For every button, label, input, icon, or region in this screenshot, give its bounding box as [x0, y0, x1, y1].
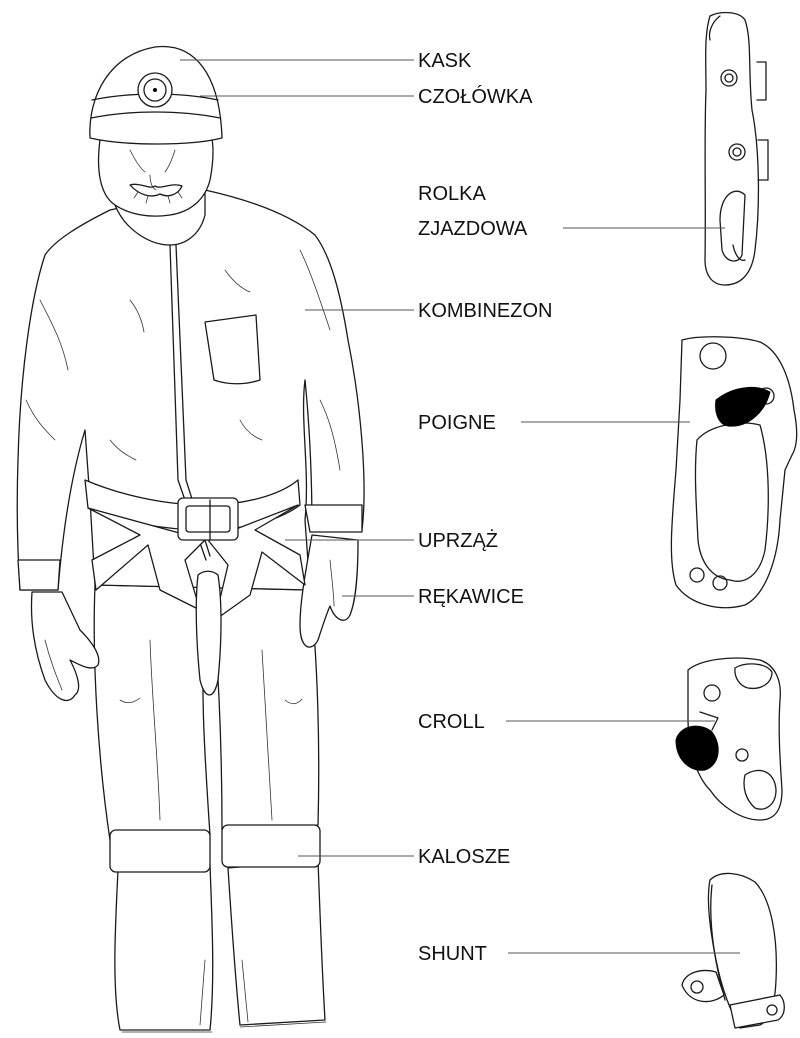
labels: KASK CZOŁÓWKA ROLKA ZJAZDOWA KOMBINEZON … — [418, 50, 552, 965]
label-kask: KASK — [418, 50, 472, 72]
shunt-device — [682, 873, 784, 1028]
label-zjazdowa: ZJAZDOWA — [418, 218, 528, 240]
label-croll: CROLL — [418, 711, 485, 733]
boots — [110, 825, 326, 1032]
label-poigne: POIGNE — [418, 412, 496, 434]
descender-rack — [705, 13, 768, 285]
croll-ascender — [676, 658, 782, 820]
label-uprzaz: UPRZĄŻ — [418, 529, 498, 552]
head — [99, 135, 213, 216]
label-rolka: ROLKA — [418, 183, 486, 205]
label-kombinezon: KOMBINEZON — [418, 300, 552, 322]
headlamp — [138, 73, 172, 107]
caver-figure — [17, 47, 364, 1032]
label-rekawice: RĘKAWICE — [418, 586, 524, 608]
label-kalosze: KALOSZE — [418, 846, 510, 868]
label-shunt: SHUNT — [418, 943, 487, 965]
poigne-ascender — [671, 337, 796, 608]
label-czolowka: CZOŁÓWKA — [418, 85, 533, 108]
